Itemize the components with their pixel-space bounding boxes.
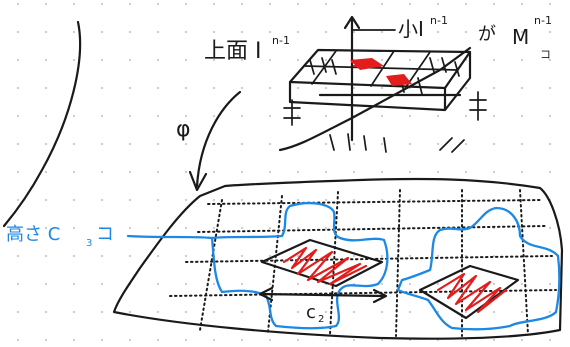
red-parallelogram-right (418, 264, 520, 320)
left-blue-tail: コ (96, 224, 114, 245)
label-top-left: 上⾯ I n-1 (204, 34, 290, 64)
phi-arrow (195, 90, 242, 188)
top-right-m: M (512, 25, 529, 49)
top-left-sup: n-1 (272, 34, 290, 47)
red-region-top-2 (386, 74, 412, 86)
bottom-slab (112, 177, 564, 340)
c2-label: c (306, 302, 316, 323)
slab-outline (112, 177, 564, 340)
top-right-m-sup: n-1 (534, 14, 552, 27)
top-right-mid: が (478, 24, 496, 45)
top-right-a-sup: n-1 (430, 14, 448, 27)
top-right-m-sub: コ (540, 48, 551, 61)
blue-boundary-left (210, 202, 389, 330)
label-c2: c 2 (306, 302, 324, 325)
phi-label: φ (176, 117, 191, 142)
top-box (278, 15, 487, 153)
label-left-blue: 高さ C 3 コ (6, 224, 114, 249)
left-blue-sub: 3 (86, 238, 92, 249)
left-blue-label: 高さ C (6, 224, 60, 245)
dotted-grid (169, 189, 557, 337)
red-scribble-left (282, 246, 368, 286)
blue-boundary-right (396, 206, 561, 331)
top-left-label: 上⾯ I (204, 39, 261, 64)
red-scribble-right (436, 272, 508, 314)
c2-double-arrow (260, 292, 386, 298)
left-boundary-arc (2, 20, 82, 228)
top-right-a: 小I (398, 17, 424, 41)
label-top-right: 小I n-1 が M n-1 コ (398, 14, 552, 61)
c2-sub: 2 (318, 314, 324, 325)
